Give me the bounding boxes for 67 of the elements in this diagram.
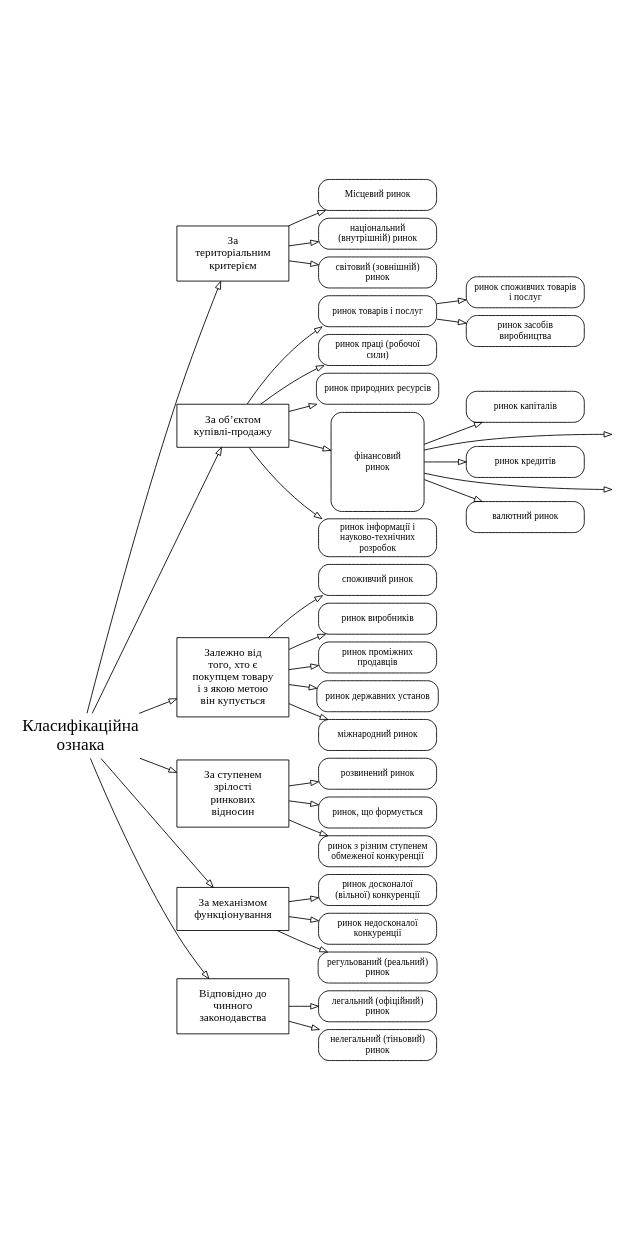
node-box: міжнародний ринок (318, 718, 437, 751)
node-box: ринок інформації і науково-технічних розробок (318, 517, 437, 557)
arrow (423, 421, 483, 445)
node-box: ринок природних ресурсів (316, 372, 440, 405)
node-box: нелегальний (тіньовий) ринок (318, 1028, 437, 1061)
arrow (288, 438, 332, 451)
node-box: ринок засобів виробництва (465, 314, 585, 347)
node-box: За механізмом функціонування (176, 886, 290, 931)
arrow (277, 929, 328, 952)
arrow (288, 818, 329, 836)
arrow (91, 446, 222, 714)
arrow (288, 1002, 319, 1009)
arrow (288, 259, 319, 267)
node-box: валютний ринок (465, 500, 585, 533)
arrow (288, 683, 318, 690)
node-box: ринок праці (робочої сили) (318, 333, 437, 366)
node-box: ринок досконалої (вільної) конкуренції (318, 873, 437, 906)
arrow (423, 478, 483, 502)
arrow (288, 209, 326, 226)
arrow (139, 757, 178, 773)
node-box: За територіальним критерієм (176, 225, 290, 281)
arrow (288, 779, 319, 786)
node-box: Залежно від того, хто є покупцем товару і з якою метою він купується (176, 636, 290, 717)
node-box: ринок державних установ (316, 679, 439, 712)
node-box: регульований (реальний) ринок (317, 951, 438, 983)
node-box: ринок виробників (318, 602, 437, 635)
node-box: споживчий ринок (318, 563, 437, 596)
node-box: ринок недосконалої конкуренції (318, 912, 437, 945)
arrow (288, 402, 318, 412)
arrow (268, 594, 324, 638)
arrow (100, 757, 214, 888)
node-box: ринок споживчих товарів і послуг (465, 275, 585, 308)
node-box: розвинений ринок (318, 757, 437, 790)
arrow (260, 364, 325, 405)
node-box: ринок капіталів (465, 390, 585, 423)
node-box: ринок, що формується (318, 796, 437, 828)
node-box: Місцевий ринок (318, 178, 437, 211)
node-box: фінансовий ринок (330, 411, 425, 512)
node-box: ринок кредитів (465, 445, 585, 478)
arrow (288, 633, 326, 650)
arrow (246, 325, 323, 404)
arrow (288, 702, 329, 720)
arrow (423, 430, 613, 450)
arrow (288, 895, 319, 902)
arrow (288, 799, 319, 807)
arrow (436, 297, 467, 304)
arrow (86, 280, 222, 714)
arrow (288, 1020, 320, 1031)
arrow (89, 757, 210, 979)
arrow (288, 663, 319, 670)
node-box: За об’єктом купівлі-продажу (176, 403, 290, 448)
node-box: національний (внутрішній) ринок (318, 217, 437, 250)
node-box: За ступенем зрілості ринкових відносин (176, 759, 290, 828)
node-text: Класифікаційна ознака (22, 715, 139, 754)
arrow (248, 446, 323, 519)
arrow (436, 318, 467, 325)
node-box: ринок товарів і послуг (318, 294, 437, 327)
node-box: світовий (зовнішній) ринок (318, 256, 437, 288)
arrow (423, 458, 467, 465)
arrow (423, 472, 613, 493)
arrow (288, 239, 319, 246)
arrow (138, 697, 178, 714)
node-box: ринок проміжних продавців (318, 641, 437, 673)
node-box: Відповідно до чинного законодавства (176, 977, 290, 1034)
node-box: легальний (офіційний) ринок (318, 989, 437, 1022)
arrow (288, 915, 319, 923)
node-box: ринок з різним ступенем обмеженої конкуренції (318, 834, 437, 867)
